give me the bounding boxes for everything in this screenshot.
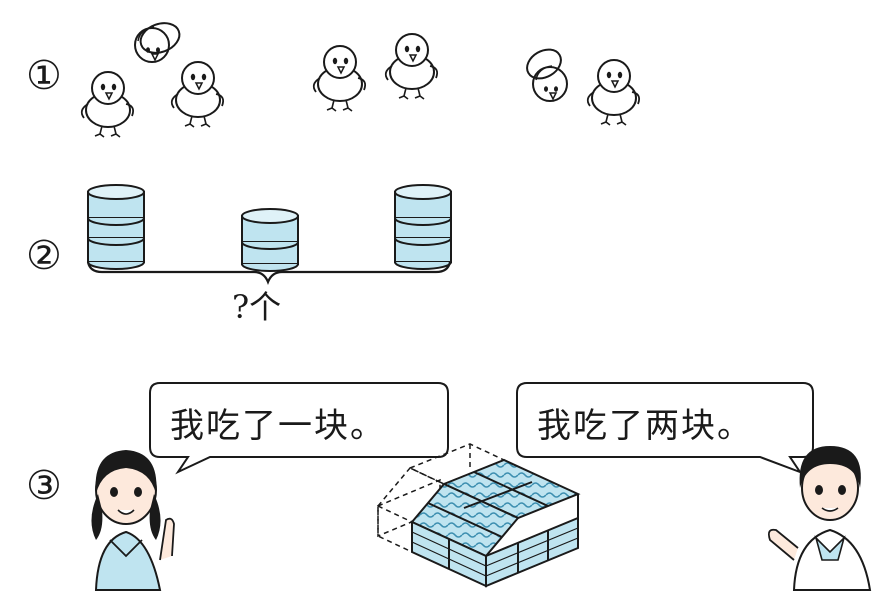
chick-icon (384, 33, 439, 100)
speech-bubble-boy (516, 382, 814, 475)
cake-blocks (377, 443, 581, 588)
girl-speech-text: 我吃了一块。 (170, 406, 386, 446)
disc-stack-right (394, 184, 452, 270)
chick-group-2 (312, 33, 439, 112)
chick-icon (586, 59, 641, 126)
chick-icon (80, 71, 135, 138)
item-marker-1: ① (26, 53, 62, 99)
brace-label: ?个 (232, 288, 282, 326)
chick-icon (170, 61, 225, 128)
chick-group-1 (80, 22, 225, 138)
disc-stack-middle (241, 208, 299, 272)
chick-group-3 (526, 48, 641, 126)
item-marker-2: ② (26, 233, 62, 279)
chick-icon (312, 45, 367, 112)
disc-stack-left (87, 184, 145, 270)
chick-icon (532, 65, 568, 102)
boy-figure (767, 446, 872, 591)
boy-speech-text: 我吃了两块。 (537, 406, 753, 446)
girl-figure (91, 450, 175, 591)
brace (86, 261, 452, 285)
item-marker-3: ③ (26, 463, 62, 509)
speech-bubble-girl (149, 382, 449, 475)
